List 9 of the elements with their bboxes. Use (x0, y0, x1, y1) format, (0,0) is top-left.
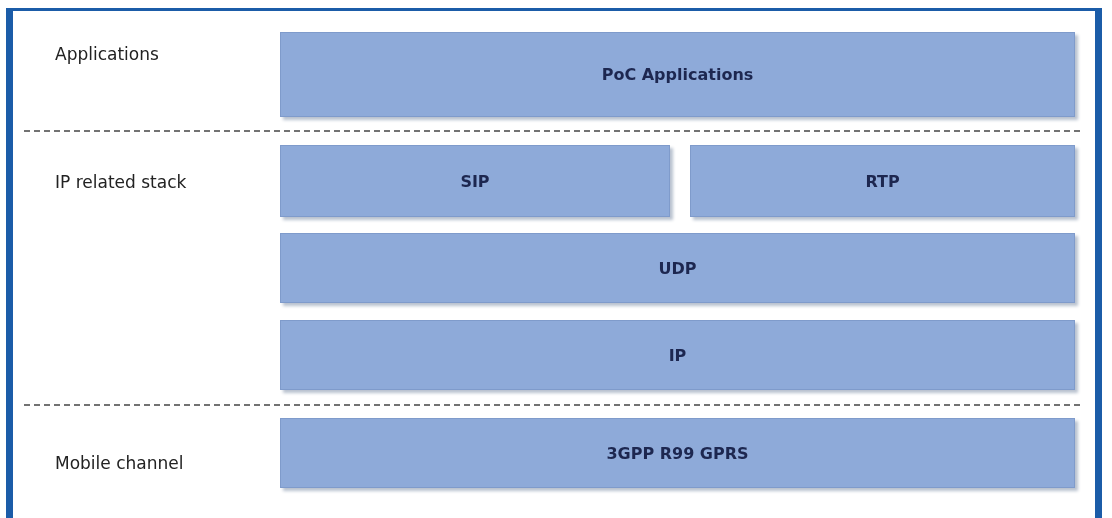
layer-box: UDP (280, 233, 1075, 303)
layer-label: IP related stack (55, 172, 187, 192)
layer-box: IP (280, 320, 1075, 390)
layer-box: PoC Applications (280, 32, 1075, 117)
layer-box: SIP (280, 145, 670, 217)
layer-label: Applications (55, 44, 159, 64)
layer-box: RTP (690, 145, 1075, 217)
layer-box: 3GPP R99 GPRS (280, 418, 1075, 488)
layer-label: Mobile channel (55, 453, 184, 473)
